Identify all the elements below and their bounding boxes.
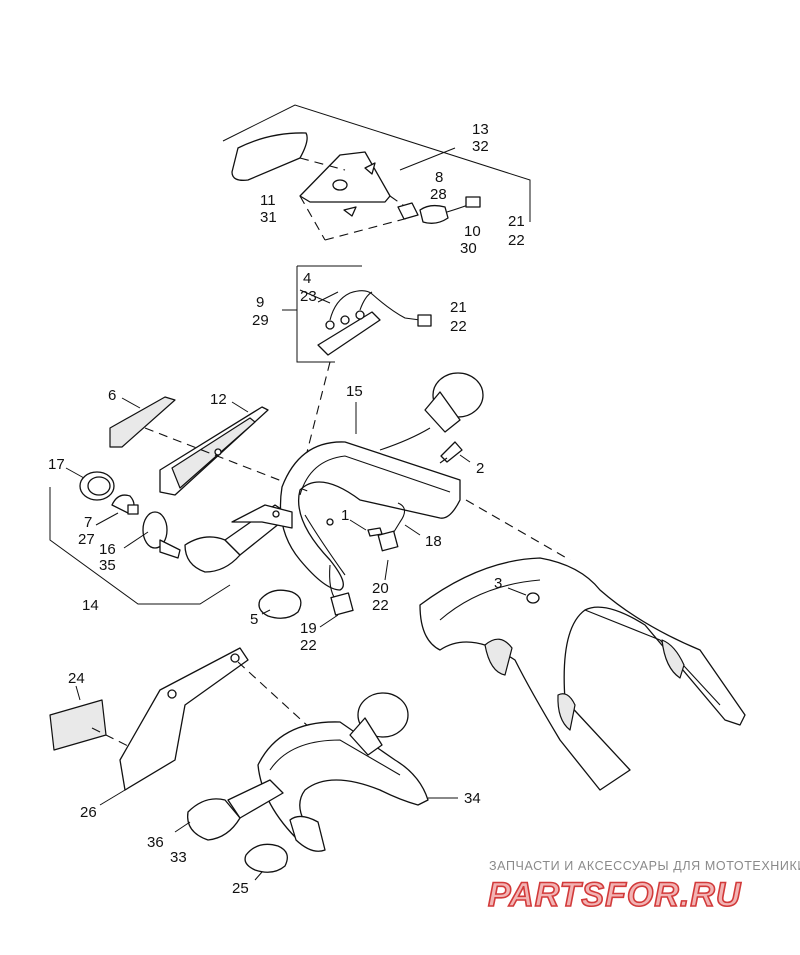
callout-22-c: 22 <box>300 637 317 654</box>
callout-25: 25 <box>232 880 249 897</box>
callout-20: 20 <box>372 580 389 597</box>
callout-8: 8 <box>435 169 443 186</box>
callout-34: 34 <box>464 790 481 807</box>
callout-21-mid: 21 <box>450 299 467 316</box>
callout-7: 7 <box>84 514 92 531</box>
callout-33: 33 <box>170 849 187 866</box>
callout-2: 2 <box>476 460 484 477</box>
callout-17: 17 <box>48 456 65 473</box>
lower-assembly <box>49 647 458 881</box>
plate-lamp-assembly <box>282 265 432 461</box>
watermark-brand: PARTSFOR.RU <box>488 876 742 914</box>
callout-23: 23 <box>300 288 317 305</box>
callout-5: 5 <box>250 611 258 628</box>
callout-22-b: 22 <box>372 597 389 614</box>
callout-4: 4 <box>303 270 311 287</box>
callout-24: 24 <box>68 670 85 687</box>
callout-13: 13 <box>472 121 489 138</box>
callout-15: 15 <box>346 383 363 400</box>
callout-36: 36 <box>147 834 164 851</box>
watermark-tagline: ЗАПЧАСТИ И АКСЕССУАРЫ ДЛЯ МОТОТЕХНИКИ <box>489 859 800 873</box>
callout-31: 31 <box>260 209 277 226</box>
callout-30: 30 <box>460 240 477 257</box>
callout-28: 28 <box>430 186 447 203</box>
callout-6: 6 <box>108 387 116 404</box>
callout-19: 19 <box>300 620 317 637</box>
watermark: ЗАПЧАСТИ И АКСЕССУАРЫ ДЛЯ МОТОТЕХНИКИ PA… <box>487 859 800 915</box>
callout-27: 27 <box>78 531 95 548</box>
callout-16: 16 <box>99 541 116 558</box>
middle-assembly <box>49 372 571 628</box>
callout-32: 32 <box>472 138 489 155</box>
callout-labels: 13 32 8 28 11 31 21 22 10 30 4 23 9 29 2… <box>48 121 525 897</box>
callout-22-top: 22 <box>508 232 525 249</box>
callout-10: 10 <box>464 223 481 240</box>
callout-29: 29 <box>252 312 269 329</box>
callout-21-top: 21 <box>508 213 525 230</box>
rear-fender <box>419 557 746 791</box>
callout-18: 18 <box>425 533 442 550</box>
callout-11: 11 <box>260 192 276 209</box>
callout-22-mid: 22 <box>450 318 467 335</box>
top-lamp-assembly <box>222 104 531 241</box>
callout-12: 12 <box>210 391 227 408</box>
callout-14: 14 <box>82 597 99 614</box>
callout-3: 3 <box>494 575 502 592</box>
callout-26: 26 <box>80 804 97 821</box>
callout-35: 35 <box>99 557 116 574</box>
callout-1: 1 <box>341 507 349 524</box>
callout-9: 9 <box>256 294 264 311</box>
